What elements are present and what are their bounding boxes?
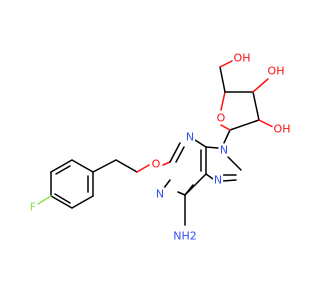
- hydroxymethyl-label: OH: [234, 52, 251, 65]
- molecule-structure: F O N N N N NH2 O OH OH OH: [28, 51, 292, 243]
- ether-oxygen-label: O: [152, 158, 161, 171]
- glycosidic-bond: [223, 129, 231, 144]
- ethyl-bond: [92, 159, 117, 173]
- bond: [229, 119, 260, 131]
- aromatic-double-bond: [54, 193, 71, 204]
- bond: [194, 139, 207, 148]
- bond: [163, 179, 171, 189]
- purine-n7-label: N: [214, 174, 222, 187]
- bond: [71, 159, 94, 173]
- double-bond: [175, 146, 185, 163]
- bond: [205, 146, 219, 149]
- double-bond: [222, 179, 237, 182]
- fluorophenyl-ring: [50, 159, 94, 209]
- label-background: [218, 143, 230, 157]
- amino-label: NH2: [173, 230, 197, 243]
- bond: [252, 91, 260, 121]
- purine-pyrimidine-ring: [163, 139, 207, 196]
- label-background: [184, 130, 196, 144]
- bond: [50, 159, 73, 173]
- hydroxyl-top-label: OH: [268, 65, 285, 78]
- fluorine-label: F: [30, 201, 36, 214]
- bond: [169, 142, 181, 163]
- label-background: [172, 229, 198, 243]
- label-background: [266, 64, 286, 78]
- label-background: [215, 111, 227, 125]
- purine-n1-label: N: [156, 188, 164, 201]
- hydroxymethyl-bond: [219, 66, 226, 93]
- ethyl-bond: [115, 159, 138, 173]
- bond: [71, 195, 94, 209]
- ring-oxygen-label: O: [217, 112, 226, 125]
- bond: [177, 191, 186, 196]
- label-background: [232, 51, 252, 65]
- ether-bond: [136, 164, 150, 173]
- label-background: [212, 173, 224, 187]
- ether-bond: [162, 161, 171, 166]
- hydroxyl-bottom-label: OH: [274, 123, 291, 136]
- purine-n9-label: N: [220, 144, 228, 157]
- bond: [50, 195, 73, 209]
- ribose-ring: [220, 91, 260, 131]
- double-bond: [184, 184, 194, 196]
- label-background: [272, 122, 292, 136]
- molecule-canvas: F O N N N N NH2 O OH OH OH: [28, 51, 292, 243]
- ring-oxygen-bond: [220, 124, 231, 131]
- bond: [205, 173, 214, 180]
- ring-oxygen-bond: [220, 91, 226, 111]
- purine-n3-label: N: [186, 131, 194, 144]
- hydroxyl-bond: [252, 78, 269, 93]
- carbon-fluorine-bond: [37, 195, 52, 205]
- bond: [227, 156, 242, 171]
- purine-imidazole-ring: [205, 146, 242, 182]
- label-background: [154, 187, 166, 201]
- aromatic-double-bond: [55, 165, 71, 175]
- hydroxyl-bond: [258, 119, 276, 129]
- label-background: [28, 200, 38, 214]
- label-background: [150, 157, 162, 171]
- hydroxymethyl-bond: [219, 59, 235, 68]
